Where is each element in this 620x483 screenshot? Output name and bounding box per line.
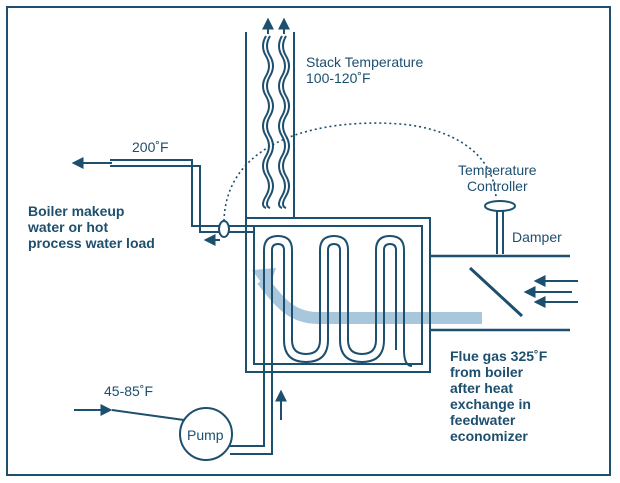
flue-duct (430, 254, 570, 332)
flue-inlet-arrows (523, 275, 578, 308)
flue-gas-flow (252, 268, 482, 324)
diagram-frame (6, 6, 611, 476)
heat-exchanger-coil (263, 234, 413, 370)
inlet-pipe (226, 370, 273, 455)
damper-label: Damper (512, 229, 562, 245)
pump-inlet-line (111, 409, 185, 421)
boiler-makeup-label: Boiler makeup water or hot process water… (28, 203, 155, 251)
exhaust-stack (245, 32, 295, 219)
stack-exit-arrows (262, 17, 290, 34)
inlet-temperature-label: 45-85˚F (104, 383, 154, 399)
flue-gas-label: Flue gas 325˚F from boiler after heat ex… (450, 348, 548, 444)
controller-shaft (496, 211, 504, 254)
damper-blade (468, 266, 524, 318)
pump (179, 407, 233, 461)
temperature-controller (484, 200, 516, 212)
pump-label: Pump (187, 427, 224, 443)
stack-temperature-label: Stack Temperature 100-120˚F (306, 54, 424, 86)
control-signal-line (223, 122, 497, 222)
temperature-controller-label: Temperature Controller (458, 162, 537, 194)
outlet-temperature-label: 200˚F (132, 139, 169, 155)
temperature-sensor (218, 220, 230, 238)
economizer-housing (245, 217, 431, 373)
